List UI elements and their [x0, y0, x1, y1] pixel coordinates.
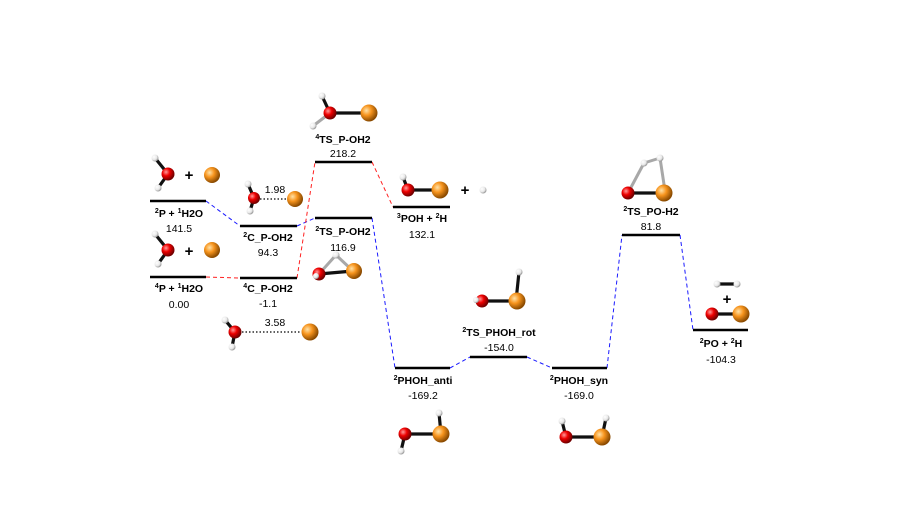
complex-2c-structure: [244, 180, 303, 215]
state-energy: 0.00: [169, 299, 190, 311]
state-label: 3POH + 2H: [397, 213, 447, 225]
state-label: 2PO + 2H: [700, 338, 743, 350]
state-energy: 218.2: [330, 148, 356, 160]
plus-sign: +: [185, 243, 194, 260]
state-energy: 132.1: [409, 229, 435, 241]
phoh-anti-structure: [397, 409, 450, 455]
state-energy: 116.9: [330, 242, 356, 254]
state-energy: 141.5: [166, 223, 192, 235]
transition-state-4ts-structure: [309, 92, 378, 130]
state-energy: 81.8: [641, 221, 662, 233]
po-structure: [705, 305, 750, 323]
state-energy: -169.0: [564, 390, 594, 402]
state-label: 2TS_P-OH2: [315, 226, 370, 238]
state-label: 2PHOH_syn: [550, 375, 608, 387]
plus-sign: +: [723, 291, 732, 308]
ts-po-h2-structure: [621, 154, 673, 202]
state-label: 2TS_PHOH_rot: [462, 327, 536, 339]
state-label: 2C_P-OH2: [243, 232, 293, 244]
water-molecule-doublet: [151, 154, 175, 192]
phoh-syn-structure: [558, 414, 611, 446]
hydrogen-molecule: [713, 280, 741, 288]
hydrogen-atom: [479, 186, 487, 194]
state-label: 2P + 1H2O: [155, 208, 203, 220]
plus-sign: +: [461, 182, 470, 199]
ts-phoh-rot-structure: [473, 268, 526, 310]
state-label: 4P + 1H2O: [155, 283, 203, 295]
state-energy: -104.3: [706, 354, 736, 366]
bond-distance-label: 3.58: [265, 317, 286, 329]
complex-4c-structure: [221, 316, 319, 351]
state-label: 2TS_PO-H2: [623, 206, 678, 218]
state-label: 4TS_P-OH2: [315, 134, 370, 146]
state-energy: -1.1: [259, 298, 277, 310]
phosphorus-atom: [204, 167, 220, 183]
state-energy: -154.0: [484, 342, 514, 354]
state-label: 2PHOH_anti: [394, 375, 453, 387]
phosphorus-atom: [204, 242, 220, 258]
bond-distance-label: 1.98: [265, 184, 286, 196]
state-energy: 94.3: [258, 247, 279, 259]
doublet-pathway: [205, 200, 694, 369]
state-energy: -169.2: [408, 390, 438, 402]
state-label: 4C_P-OH2: [243, 283, 293, 295]
water-molecule-quartet: [151, 230, 175, 268]
poh-structure: [399, 173, 449, 199]
plus-sign: +: [185, 167, 194, 184]
quartet-pathway: [205, 161, 394, 279]
transition-state-2ts-structure: [312, 251, 362, 281]
